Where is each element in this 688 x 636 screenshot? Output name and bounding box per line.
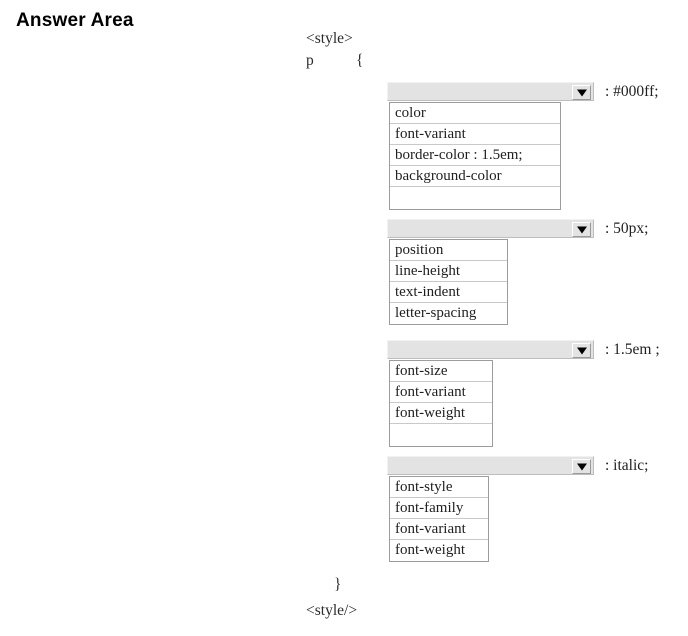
- list-item[interactable]: font-weight: [390, 403, 492, 424]
- property-dropdown-3-select[interactable]: [387, 340, 594, 359]
- list-empty-space: [390, 424, 492, 446]
- code-style-open-tag: <style>: [306, 30, 353, 47]
- list-item[interactable]: border-color : 1.5em;: [390, 145, 560, 166]
- code-selector-p: p: [306, 52, 314, 69]
- property-value-2: : 50px;: [605, 220, 649, 237]
- list-item[interactable]: background-color: [390, 166, 560, 187]
- list-item[interactable]: position: [390, 240, 507, 261]
- list-item[interactable]: font-style: [390, 477, 488, 498]
- property-dropdown-1[interactable]: color font-variant border-color : 1.5em;…: [387, 82, 594, 210]
- list-item[interactable]: line-height: [390, 261, 507, 282]
- chevron-down-icon[interactable]: [572, 222, 591, 237]
- list-item[interactable]: font-family: [390, 498, 488, 519]
- code-open-brace: {: [356, 52, 364, 69]
- property-dropdown-2[interactable]: position line-height text-indent letter-…: [387, 219, 594, 325]
- property-dropdown-3-option-list[interactable]: font-size font-variant font-weight: [389, 360, 493, 447]
- list-item[interactable]: font-size: [390, 361, 492, 382]
- list-item[interactable]: font-variant: [390, 382, 492, 403]
- property-value-4: : italic;: [605, 457, 649, 474]
- property-dropdown-4-select[interactable]: [387, 456, 594, 475]
- list-item[interactable]: font-weight: [395, 542, 465, 558]
- list-item[interactable]: font-variant: [390, 124, 560, 145]
- property-dropdown-2-option-list[interactable]: position line-height text-indent letter-…: [389, 239, 508, 325]
- chevron-down-glyph: [576, 463, 587, 470]
- code-style-close-tag: <style/>: [306, 602, 358, 619]
- page-title: Answer Area: [16, 10, 134, 31]
- chevron-down-glyph: [576, 89, 587, 96]
- property-dropdown-4[interactable]: font-style font-family font-variant font…: [387, 456, 594, 562]
- list-item[interactable]: text-indent: [390, 282, 507, 303]
- code-close-brace: }: [334, 576, 342, 593]
- property-dropdown-1-select[interactable]: [387, 82, 594, 101]
- chevron-down-icon[interactable]: [572, 459, 591, 474]
- chevron-down-glyph: [576, 226, 587, 233]
- chevron-down-icon[interactable]: [572, 343, 591, 358]
- list-empty-space: [390, 187, 560, 209]
- property-dropdown-1-option-list[interactable]: color font-variant border-color : 1.5em;…: [389, 102, 561, 210]
- property-dropdown-2-select[interactable]: [387, 219, 594, 238]
- property-dropdown-3[interactable]: font-size font-variant font-weight: [387, 340, 594, 447]
- property-value-3: : 1.5em ;: [605, 341, 660, 358]
- list-item[interactable]: font-variant: [390, 519, 488, 540]
- chevron-down-icon[interactable]: [572, 85, 591, 100]
- chevron-down-glyph: [576, 347, 587, 354]
- property-dropdown-4-option-list[interactable]: font-style font-family font-variant font…: [389, 476, 489, 562]
- property-value-1: : #000ff;: [605, 83, 659, 100]
- list-item[interactable]: color: [390, 103, 560, 124]
- list-item[interactable]: letter-spacing: [395, 305, 477, 321]
